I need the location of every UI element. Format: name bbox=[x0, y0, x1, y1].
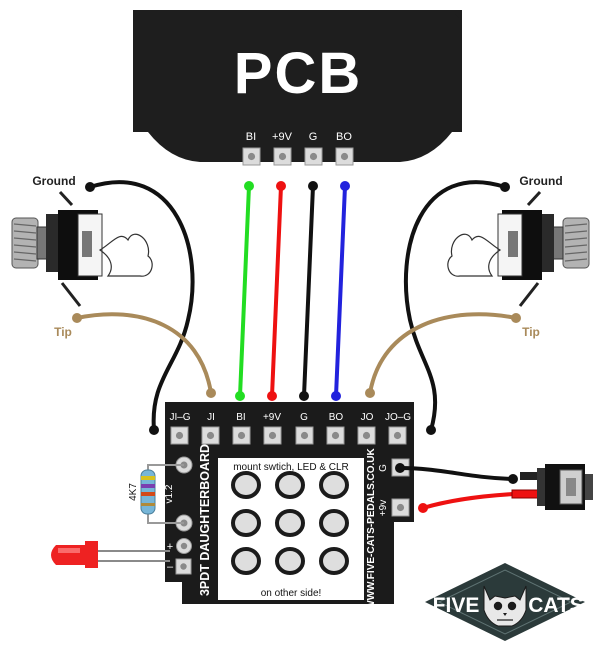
led-minus-label: – bbox=[167, 561, 174, 573]
pcb-pin-label-g: G bbox=[309, 131, 318, 143]
board-pin-label-bi: BI bbox=[236, 412, 245, 423]
board-right-label-9v: +9v bbox=[378, 500, 389, 516]
bo-wire bbox=[334, 184, 347, 398]
pcb-body bbox=[133, 10, 462, 132]
board-pin-label-ji: JI bbox=[207, 412, 215, 423]
daughterboard: JI–G JI BI +9V G BO JO JO–G v1.2 + – bbox=[164, 402, 414, 610]
led-body bbox=[51, 541, 98, 568]
pcb-pin-label-9v: +9V bbox=[272, 131, 293, 143]
board-pin-label-bo: BO bbox=[329, 412, 344, 423]
input-tip-wire bbox=[75, 312, 213, 395]
led bbox=[51, 541, 170, 568]
board-pin-label-jo-g: JO–G bbox=[385, 412, 411, 423]
jack-wires bbox=[72, 180, 521, 435]
pcb-pads bbox=[242, 147, 354, 166]
ground-wire bbox=[302, 184, 315, 398]
board-pin-label-g: G bbox=[300, 412, 308, 423]
switch-lugs bbox=[231, 471, 349, 575]
dc-power-wire bbox=[421, 492, 516, 510]
pcb-wires bbox=[235, 181, 350, 401]
input-jack-spring bbox=[98, 233, 153, 277]
power-wire bbox=[270, 184, 283, 398]
output-jack-spring bbox=[447, 233, 502, 277]
pcb-pin-label-bi: BI bbox=[246, 131, 256, 143]
input-ground-wire bbox=[88, 180, 195, 432]
five-cats-logo: FIVE CATS bbox=[425, 563, 585, 641]
output-tip-label: Tip bbox=[522, 325, 540, 339]
pcb-pin-label-bo: BO bbox=[336, 131, 352, 143]
cat-skull-icon bbox=[483, 585, 527, 627]
logo-word-five: FIVE bbox=[433, 594, 480, 617]
pcb-title: PCB bbox=[234, 41, 362, 106]
resistor: 4K7 bbox=[128, 464, 184, 524]
board-version: v1.2 bbox=[164, 484, 175, 503]
dc-jack bbox=[395, 463, 593, 513]
output-ground-wire bbox=[403, 180, 507, 432]
input-ground-label: Ground bbox=[32, 174, 75, 188]
dc-ground-wire bbox=[398, 466, 515, 481]
switch-top-note: mount swtich, LED & CLR bbox=[233, 462, 349, 473]
board-pin-label-ji-g: JI–G bbox=[169, 412, 190, 423]
pcb: PCB BI +9V G BO bbox=[133, 10, 462, 166]
switch-bottom-note: on other side! bbox=[261, 588, 322, 599]
led-plus-label: + bbox=[167, 541, 173, 553]
board-name: 3PDT DAUGHTERBOARD bbox=[198, 444, 212, 596]
input-jack: Ground Tip bbox=[11, 174, 153, 339]
board-pin-label-9v: +9V bbox=[263, 412, 281, 423]
output-jack: Ground Tip bbox=[447, 174, 590, 339]
board-pin-label-jo: JO bbox=[361, 412, 374, 423]
logo-word-cats: CATS bbox=[528, 594, 584, 617]
board-right-label-g: G bbox=[378, 464, 389, 472]
output-tip-wire bbox=[368, 312, 518, 395]
output-ground-label: Ground bbox=[519, 174, 562, 188]
bi-wire bbox=[238, 184, 251, 398]
input-tip-label: Tip bbox=[54, 325, 72, 339]
board-url: WWW.FIVE-CATS-PEDALS.CO.UK bbox=[366, 447, 377, 609]
board-top-pads bbox=[170, 426, 407, 445]
resistor-label: 4K7 bbox=[128, 483, 139, 501]
